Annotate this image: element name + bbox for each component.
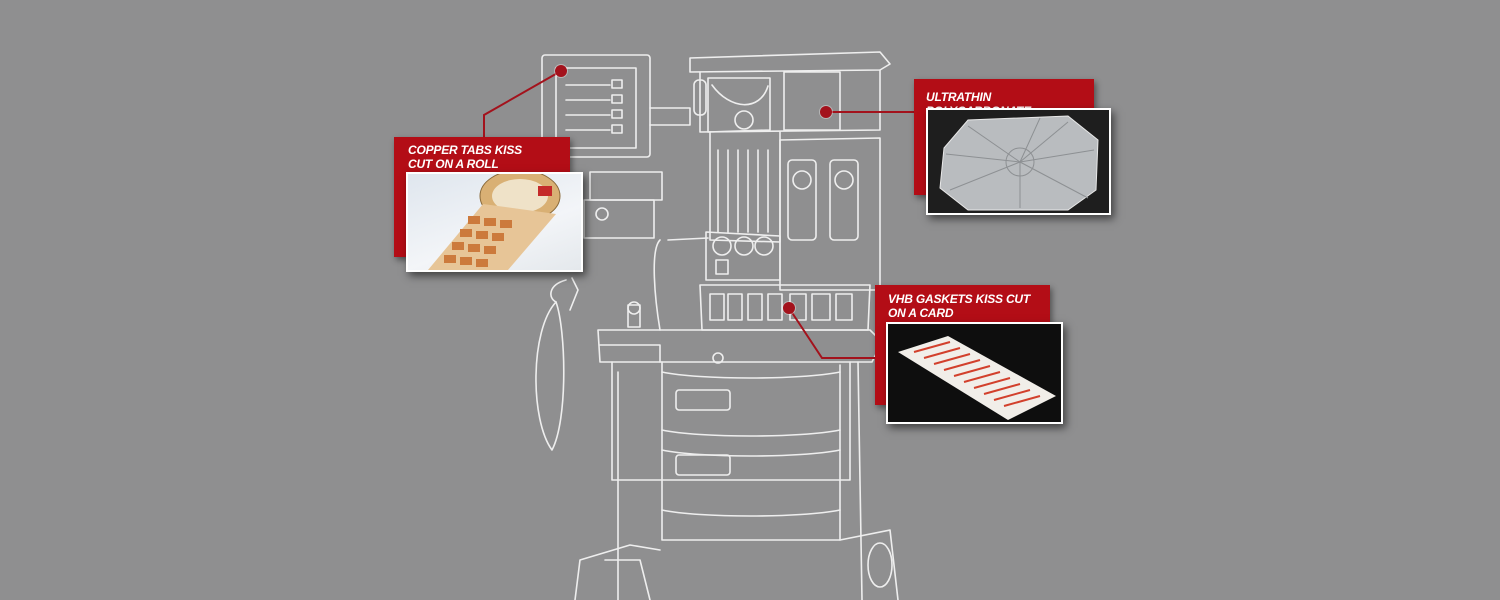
polycarbonate-marker-dot[interactable] xyxy=(820,106,832,118)
copper-marker-dot[interactable] xyxy=(555,65,567,77)
copper-tabs-roll-photo xyxy=(406,172,583,272)
copper-leader-line xyxy=(483,70,562,140)
vhb-label: VHB GASKETS KISS CUT ON A CARD xyxy=(888,292,1031,320)
vhb-marker-dot[interactable] xyxy=(783,302,795,314)
polycarbonate-disc-photo xyxy=(926,108,1111,215)
vhb-leader-line xyxy=(788,307,888,359)
vhb-gasket-card-photo xyxy=(886,322,1063,424)
copper-label: COPPER TABS KISS CUT ON A ROLL xyxy=(408,143,522,171)
